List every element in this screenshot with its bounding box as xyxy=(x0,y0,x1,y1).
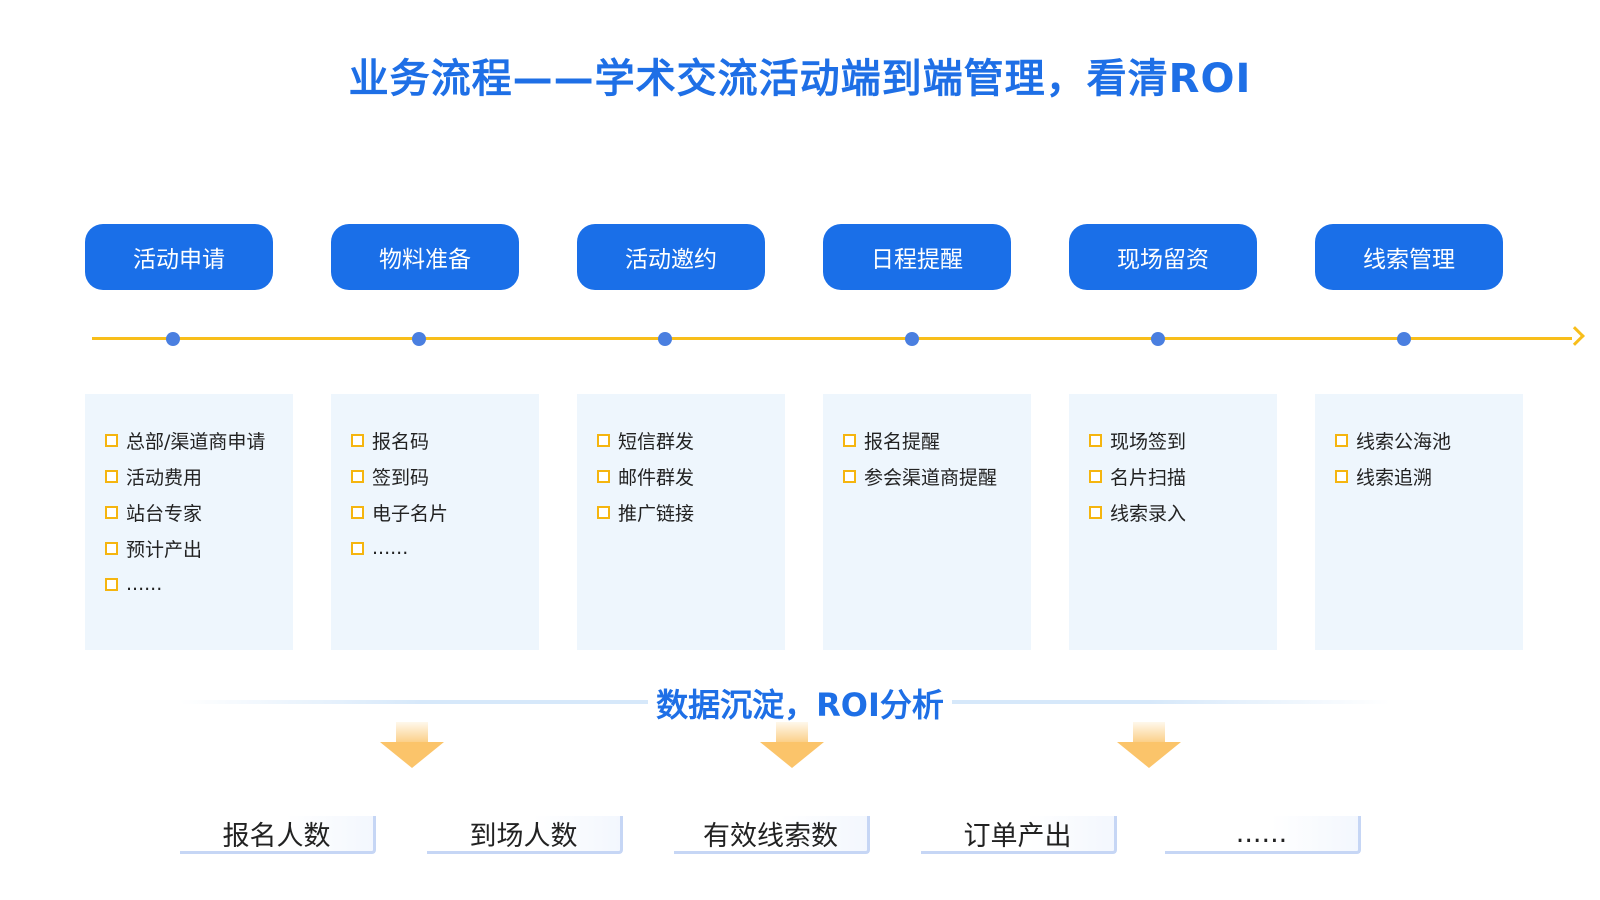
timeline-arrow-icon xyxy=(1565,326,1585,346)
metric-valid-leads: 有效线索数 xyxy=(674,816,870,854)
stage-card-1: 总部/渠道商申请 活动费用 站台专家 预计产出 ...... xyxy=(85,394,293,650)
list-item: 短信群发 xyxy=(597,422,785,458)
timeline-dot-4 xyxy=(905,332,919,346)
timeline-dot-5 xyxy=(1151,332,1165,346)
list-item: 签到码 xyxy=(351,458,539,494)
square-bullet-icon xyxy=(105,469,118,483)
square-bullet-icon xyxy=(1335,469,1348,483)
list-item: 推广链接 xyxy=(597,494,785,530)
metric-more: ...... xyxy=(1165,816,1361,854)
square-bullet-icon xyxy=(105,433,118,447)
square-bullet-icon xyxy=(597,469,610,483)
metric-order-output: 订单产出 xyxy=(921,816,1117,854)
square-bullet-icon xyxy=(351,505,364,519)
down-arrow-icon xyxy=(1117,722,1181,770)
list-item: 线索公海池 xyxy=(1335,422,1523,458)
square-bullet-icon xyxy=(1089,505,1102,519)
list-item: 电子名片 xyxy=(351,494,539,530)
square-bullet-icon xyxy=(351,469,364,483)
stage-card-6: 线索公海池 线索追溯 xyxy=(1315,394,1523,650)
list-item: 现场签到 xyxy=(1089,422,1277,458)
stage-card-4: 报名提醒 参会渠道商提醒 xyxy=(823,394,1031,650)
square-bullet-icon xyxy=(1089,433,1102,447)
stage-button-4[interactable]: 日程提醒 xyxy=(823,224,1011,290)
square-bullet-icon xyxy=(597,505,610,519)
square-bullet-icon xyxy=(1335,433,1348,447)
square-bullet-icon xyxy=(105,541,118,555)
square-bullet-icon xyxy=(1089,469,1102,483)
timeline-dot-6 xyxy=(1397,332,1411,346)
square-bullet-icon xyxy=(843,433,856,447)
list-item: 站台专家 xyxy=(105,494,293,530)
list-item: 线索录入 xyxy=(1089,494,1277,530)
list-item: ...... xyxy=(105,566,293,602)
down-arrow-icon xyxy=(380,722,444,770)
list-item: 活动费用 xyxy=(105,458,293,494)
metric-attendance-count: 到场人数 xyxy=(427,816,623,854)
metric-signup-count: 报名人数 xyxy=(180,816,376,854)
square-bullet-icon xyxy=(843,469,856,483)
stage-button-1[interactable]: 活动申请 xyxy=(85,224,273,290)
timeline-line xyxy=(92,337,1572,340)
timeline-dot-1 xyxy=(166,332,180,346)
list-item: 报名码 xyxy=(351,422,539,458)
stage-button-5[interactable]: 现场留资 xyxy=(1069,224,1257,290)
down-arrow-icon xyxy=(760,722,824,770)
timeline-dot-2 xyxy=(412,332,426,346)
section-title: 数据沉淀，ROI分析 xyxy=(0,680,1600,726)
square-bullet-icon xyxy=(105,577,118,591)
list-item: 线索追溯 xyxy=(1335,458,1523,494)
list-item: 总部/渠道商申请 xyxy=(105,422,293,458)
stage-button-3[interactable]: 活动邀约 xyxy=(577,224,765,290)
list-item: 预计产出 xyxy=(105,530,293,566)
stage-card-5: 现场签到 名片扫描 线索录入 xyxy=(1069,394,1277,650)
list-item: ...... xyxy=(351,530,539,566)
square-bullet-icon xyxy=(597,433,610,447)
stage-button-2[interactable]: 物料准备 xyxy=(331,224,519,290)
list-item: 邮件群发 xyxy=(597,458,785,494)
stage-card-2: 报名码 签到码 电子名片 ...... xyxy=(331,394,539,650)
stage-button-6[interactable]: 线索管理 xyxy=(1315,224,1503,290)
timeline-dot-3 xyxy=(658,332,672,346)
square-bullet-icon xyxy=(351,433,364,447)
page-title: 业务流程——学术交流活动端到端管理，看清ROI xyxy=(348,56,1252,102)
square-bullet-icon xyxy=(351,541,364,555)
list-item: 参会渠道商提醒 xyxy=(843,458,1031,494)
square-bullet-icon xyxy=(105,505,118,519)
list-item: 名片扫描 xyxy=(1089,458,1277,494)
list-item: 报名提醒 xyxy=(843,422,1031,458)
stage-card-3: 短信群发 邮件群发 推广链接 xyxy=(577,394,785,650)
